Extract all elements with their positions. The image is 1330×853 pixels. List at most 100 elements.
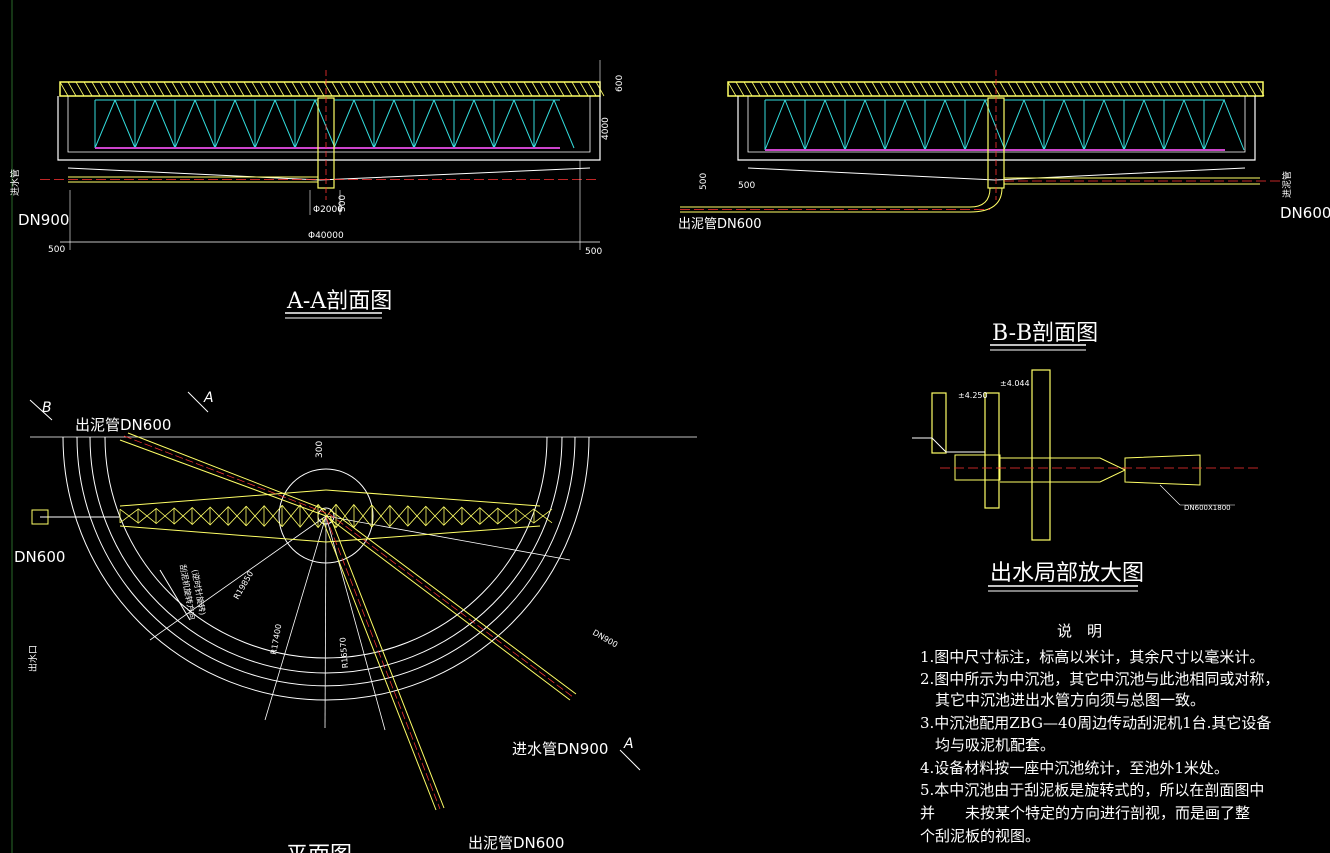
plan-300: 300 — [315, 441, 325, 458]
drawing-line — [1119, 81, 1129, 97]
plan-b-marker: B — [42, 400, 52, 416]
drawing-line — [1031, 81, 1041, 97]
notes-line-8: 并 未按某个特定的方向进行剖视，而是画了整 — [920, 804, 1250, 822]
drawing-line — [131, 81, 141, 97]
drawing-line — [179, 81, 189, 97]
drawing-line — [403, 81, 413, 97]
drawing-line — [59, 81, 69, 97]
drawing-line — [483, 81, 493, 97]
aa-dim-500-right: 500 — [585, 247, 602, 257]
drawing-line — [927, 81, 937, 97]
drawing-line — [211, 81, 221, 97]
drawing-line — [461, 507, 481, 525]
drawing-line — [371, 504, 391, 528]
drawing-line — [149, 515, 327, 641]
drawing-line — [263, 505, 283, 527]
drawing-line — [94, 99, 116, 149]
drawing-line — [884, 99, 906, 151]
drawing-line — [155, 81, 165, 97]
drawing-line — [1003, 99, 1025, 151]
drawing-line — [911, 81, 921, 97]
drawing-line — [473, 99, 495, 149]
drawing-line — [99, 81, 109, 97]
drawing-line — [91, 81, 101, 97]
aa-inlet-pipe-label: 进水管 — [9, 169, 21, 196]
drawing-line — [214, 99, 236, 149]
drawing-line — [387, 81, 397, 97]
drawing-line — [114, 99, 136, 149]
drawing-line — [395, 81, 405, 97]
detail-title: 出水局部放大图 — [990, 561, 1144, 586]
drawing-line — [235, 81, 245, 97]
plan-title: 平面图 — [286, 843, 352, 853]
drawing-line — [163, 81, 173, 97]
drawing-line — [1255, 81, 1265, 97]
drawing-line — [325, 489, 541, 507]
drawing-line — [735, 81, 745, 97]
drawing-line — [335, 504, 355, 528]
drawing-line — [1047, 81, 1057, 97]
drawing-line — [174, 99, 196, 149]
drawing-line — [1151, 81, 1161, 97]
drawing-line — [307, 81, 317, 97]
drawing-line — [317, 503, 337, 529]
drawing-line — [864, 99, 886, 151]
drawing-line — [533, 508, 553, 524]
drawing-line — [443, 506, 463, 526]
drawing-line — [1043, 99, 1065, 151]
drawing-line — [123, 81, 133, 97]
drawing-line — [294, 99, 316, 149]
drawing-line — [479, 507, 499, 525]
drawing-line — [194, 99, 216, 149]
aa-dn900-label: DN900 — [18, 211, 69, 229]
drawing-line — [497, 507, 517, 525]
drawing-line — [325, 525, 541, 543]
drawing-line — [119, 508, 139, 524]
notes-line-9: 个刮泥板的视图。 — [920, 827, 1040, 845]
notes-heading: 说 明 — [1057, 622, 1102, 640]
aa-dim-500-center: 500 — [338, 195, 348, 212]
drawing-line — [134, 99, 156, 149]
drawing-line — [283, 81, 293, 97]
drawing-line — [275, 81, 285, 97]
drawing-line — [515, 508, 535, 524]
plan-sludge-bottom: 出泥管DN600 — [468, 834, 564, 852]
drawing-line — [903, 81, 913, 97]
bb-dim-500-a: 500 — [699, 173, 709, 190]
drawing-line — [459, 81, 469, 97]
plan-drawing — [29, 391, 697, 811]
drawing-line — [1039, 81, 1049, 97]
drawing-line — [831, 81, 841, 97]
drawing-line — [227, 81, 237, 97]
drawing-line — [173, 507, 193, 525]
drawing-line — [393, 99, 415, 149]
drawing-line — [531, 81, 541, 97]
drawing-line — [323, 81, 333, 97]
drawing-line — [243, 81, 253, 97]
drawing-line — [1239, 81, 1249, 97]
drawing-line — [411, 81, 421, 97]
drawing-line — [467, 81, 477, 97]
drawing-line — [219, 81, 229, 97]
drawing-line — [443, 81, 453, 97]
drawing-line — [419, 81, 429, 97]
drawing-line — [139, 81, 149, 97]
drawing-line — [863, 81, 873, 97]
drawing-line — [291, 81, 301, 97]
drawing-line — [363, 81, 373, 97]
drawing-line — [119, 525, 327, 543]
drawing-line — [1103, 81, 1113, 97]
drawing-line — [547, 81, 557, 97]
drawing-line — [784, 99, 806, 151]
drawing-line — [227, 506, 247, 526]
drawing-line — [274, 99, 296, 149]
drawing-line — [935, 81, 945, 97]
drawing-line — [427, 81, 437, 97]
plan-dn600-left: DN600 — [14, 548, 65, 566]
drawing-line — [267, 81, 277, 97]
drawing-line — [553, 99, 575, 149]
drawing-line — [475, 81, 485, 97]
drawing-line — [299, 81, 309, 97]
drawing-line — [389, 505, 409, 527]
